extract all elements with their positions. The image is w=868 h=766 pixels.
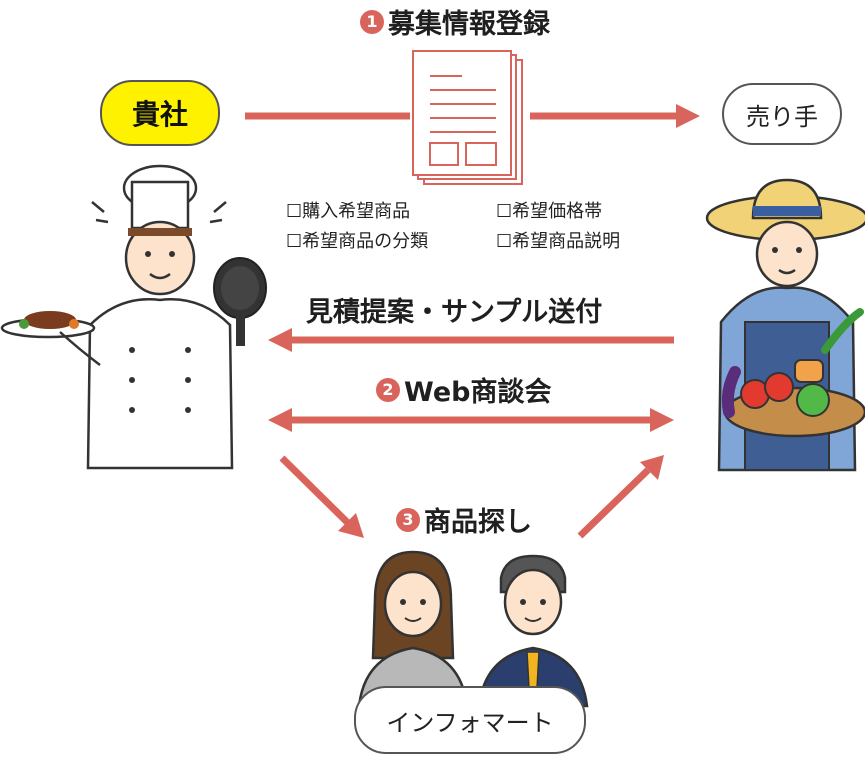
requirements-checklist: ☐購入希望商品 ☐希望価格帯 ☐希望商品の分類 ☐希望商品説明 [286, 198, 686, 258]
step2-number: 2 [376, 377, 400, 402]
infomart-staff-illustration [357, 550, 589, 708]
arrow-search-up-line [577, 467, 651, 539]
step3-number: 3 [396, 507, 420, 532]
check-item-price-range: ☐希望価格帯 [496, 201, 603, 222]
step3-label: 商品探し [424, 507, 532, 538]
arrow-search-down-line [279, 455, 351, 526]
document-icon [412, 50, 523, 185]
company-label: 貴社 [131, 98, 188, 131]
infomart-label: インフォマート [386, 708, 554, 737]
arrow-register-head [676, 104, 700, 128]
check-item-description: ☐希望商品説明 [496, 231, 621, 252]
arrow-quote-head [268, 328, 292, 352]
farmer-illustration [705, 178, 865, 472]
quote-label: 見積提案・サンプル送付 [306, 297, 603, 328]
infomart-node: インフォマート [354, 686, 586, 754]
step3-title: 3 商品探し [396, 500, 532, 539]
arrow-search-up-head [640, 455, 664, 480]
step1-title: 1 募集情報登録 [360, 2, 550, 41]
arrow-meeting-head-left [268, 408, 292, 432]
step1-number: 1 [360, 9, 384, 34]
step1-label: 募集情報登録 [388, 9, 550, 40]
arrow-search-down-head [338, 513, 364, 538]
check-item-desired-product: ☐購入希望商品 [286, 201, 411, 222]
chef-illustration [0, 164, 267, 470]
company-node: 貴社 [100, 80, 220, 146]
check-item-category: ☐希望商品の分類 [286, 231, 429, 252]
seller-label: 売り手 [746, 102, 818, 131]
arrow-meeting-head-right [650, 408, 674, 432]
step2-title: 2 Web商談会 [376, 370, 551, 409]
step2-label: Web商談会 [404, 377, 552, 408]
seller-node: 売り手 [722, 83, 842, 145]
